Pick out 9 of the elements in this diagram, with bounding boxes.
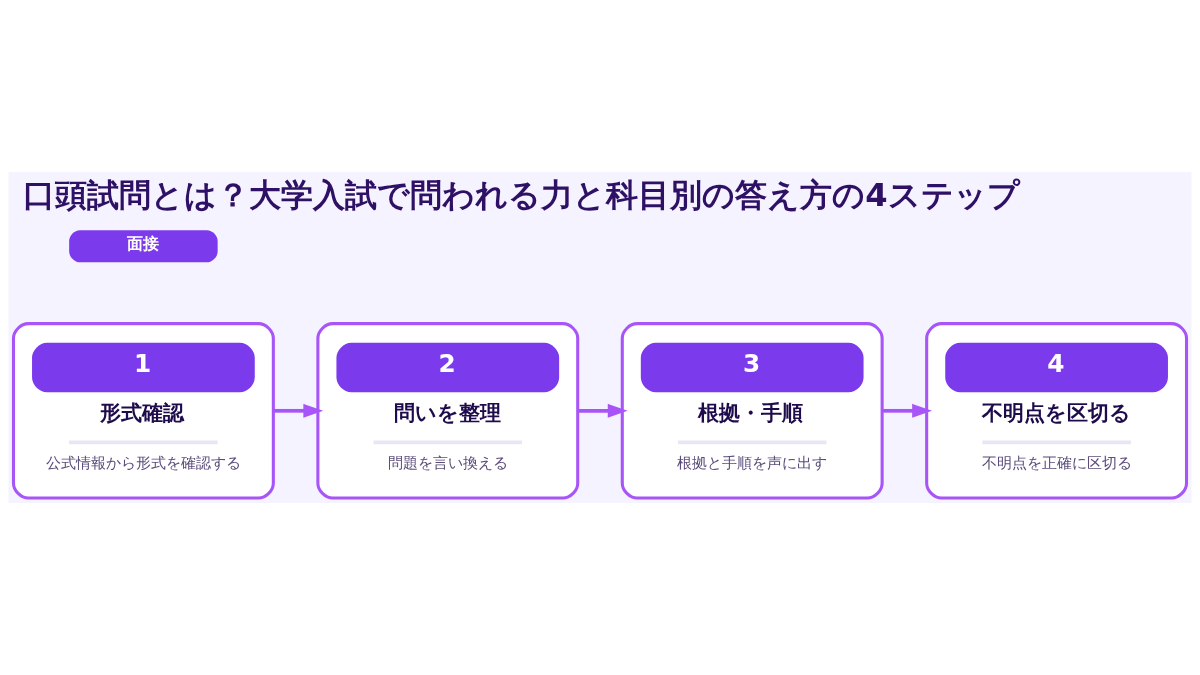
- arrow: [577, 403, 628, 418]
- node-box: 3 根拠・手順 根拠と手順を声に出す: [620, 322, 884, 500]
- node-box: 1 形式確認 公式情報から形式を確認する: [11, 322, 275, 500]
- diagram-title: 口頭試問とは？大学入試で問われる力と科目別の答え方の4ステップ: [23, 176, 1020, 215]
- arrow: [882, 403, 932, 418]
- node-box: 2 問いを整理 問題を言い換える: [316, 322, 580, 500]
- label: 面接: [127, 234, 160, 254]
- node-box: 4 不明点を区切る 不明点を正確に区切る: [925, 322, 1189, 500]
- arrow: [273, 403, 324, 418]
